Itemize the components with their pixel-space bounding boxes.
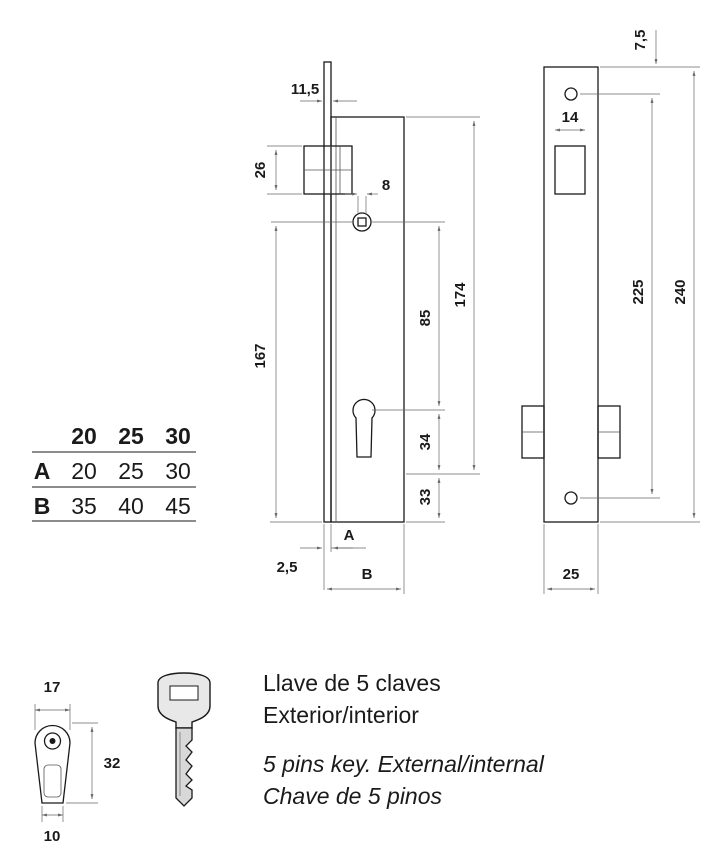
dim-cylinder-neck: 10	[44, 828, 61, 845]
dim-top-offset: 7,5	[632, 30, 649, 51]
dimension-labels: 11,5 26 8 174 85 167 34 33 2,5 A B 7,5 1…	[44, 30, 689, 845]
dim-follower-to-cylinder: 85	[417, 310, 434, 327]
dim-latch-width: 14	[562, 109, 579, 126]
screw-hole-bottom	[564, 491, 578, 505]
table-cell: 35	[71, 493, 97, 519]
cylinder-profile	[34, 704, 98, 822]
dim-faceplate-gap: 2,5	[277, 559, 298, 576]
table-header-30: 30	[165, 423, 191, 449]
dim-follower-from-bottom: 167	[252, 343, 269, 368]
cylinder-outline	[34, 724, 71, 804]
dim-faceplate-width: 25	[563, 566, 580, 583]
description-line-1: Llave de 5 claves	[263, 670, 441, 696]
size-table: 20 25 30 A 20 25 30 B 35 40 45	[32, 423, 196, 522]
dim-case-depth: B	[362, 566, 373, 583]
faceplate-front	[543, 66, 599, 523]
faceplate-side	[323, 61, 332, 523]
dim-cylinder-height: 32	[104, 755, 121, 772]
description-line-4: Chave de 5 pinos	[263, 783, 443, 809]
dim-latch-height: 26	[252, 162, 269, 179]
table-row-a-label: A	[34, 458, 51, 484]
latch-opening	[554, 145, 586, 195]
dim-cylinder-offset: 34	[417, 433, 434, 450]
table-cell: 20	[71, 458, 97, 484]
description-line-3: 5 pins key. External/internal	[263, 751, 544, 777]
dim-total-length: 240	[672, 279, 689, 304]
dim-cylinder-to-top: 174	[452, 282, 469, 308]
dim-faceplate-thickness: 11,5	[291, 81, 319, 98]
dim-follower-square: 8	[382, 177, 390, 194]
lock-case-body	[330, 116, 405, 523]
follower-hole	[352, 212, 372, 232]
side-view	[267, 61, 480, 594]
front-view	[521, 30, 700, 594]
description-line-2: Exterior/interior	[263, 702, 419, 728]
cylinder-hole	[352, 398, 376, 458]
table-cell: 25	[118, 458, 144, 484]
table-cell: 40	[118, 493, 144, 519]
table-cell: 45	[165, 493, 191, 519]
table-header-25: 25	[118, 423, 144, 449]
dim-cylinder-width: 17	[44, 679, 61, 696]
dim-backset: A	[344, 527, 355, 544]
dim-screw-distance: 225	[630, 279, 647, 304]
table-cell: 30	[165, 458, 191, 484]
table-header-20: 20	[71, 423, 97, 449]
table-row-b-label: B	[34, 493, 51, 519]
dim-cylinder-bottom: 33	[417, 489, 434, 506]
screw-hole-top	[564, 87, 578, 101]
key-illustration	[157, 672, 211, 807]
